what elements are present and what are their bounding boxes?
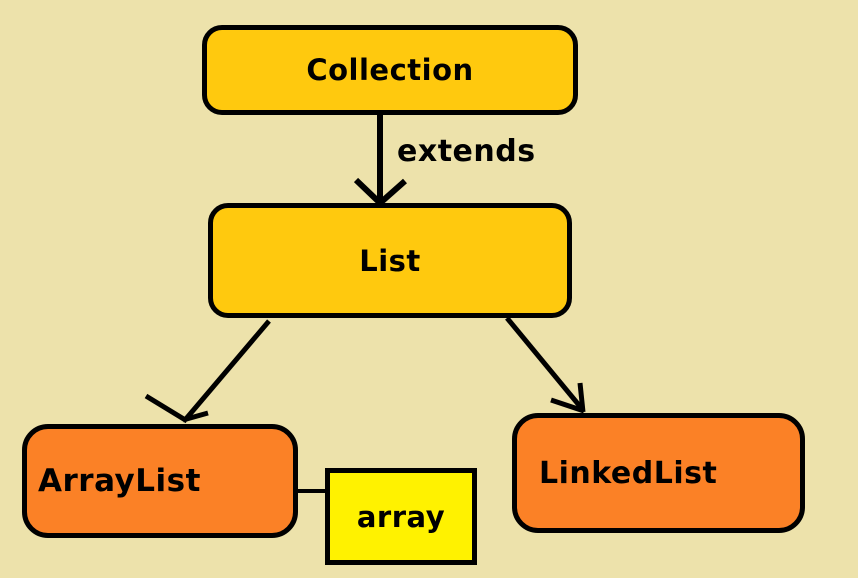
node-arraylist: ArrayList — [22, 424, 298, 538]
node-linkedlist: LinkedList — [512, 413, 805, 533]
node-collection-label: Collection — [306, 53, 474, 87]
edge-list-to-arraylist-arrow — [144, 319, 271, 424]
edge-extends-label: extends — [397, 134, 536, 169]
node-collection: Collection — [202, 25, 578, 115]
node-array-label: array — [356, 499, 446, 534]
edge-list-to-linkedlist-arrow — [505, 316, 586, 414]
node-linkedlist-label: LinkedList — [539, 455, 718, 491]
node-list-label: List — [359, 243, 421, 278]
node-arraylist-label: ArrayList — [38, 463, 201, 499]
edge-collection-to-list-arrow — [353, 113, 407, 207]
node-list: List — [208, 203, 572, 318]
node-array: array — [325, 468, 477, 565]
